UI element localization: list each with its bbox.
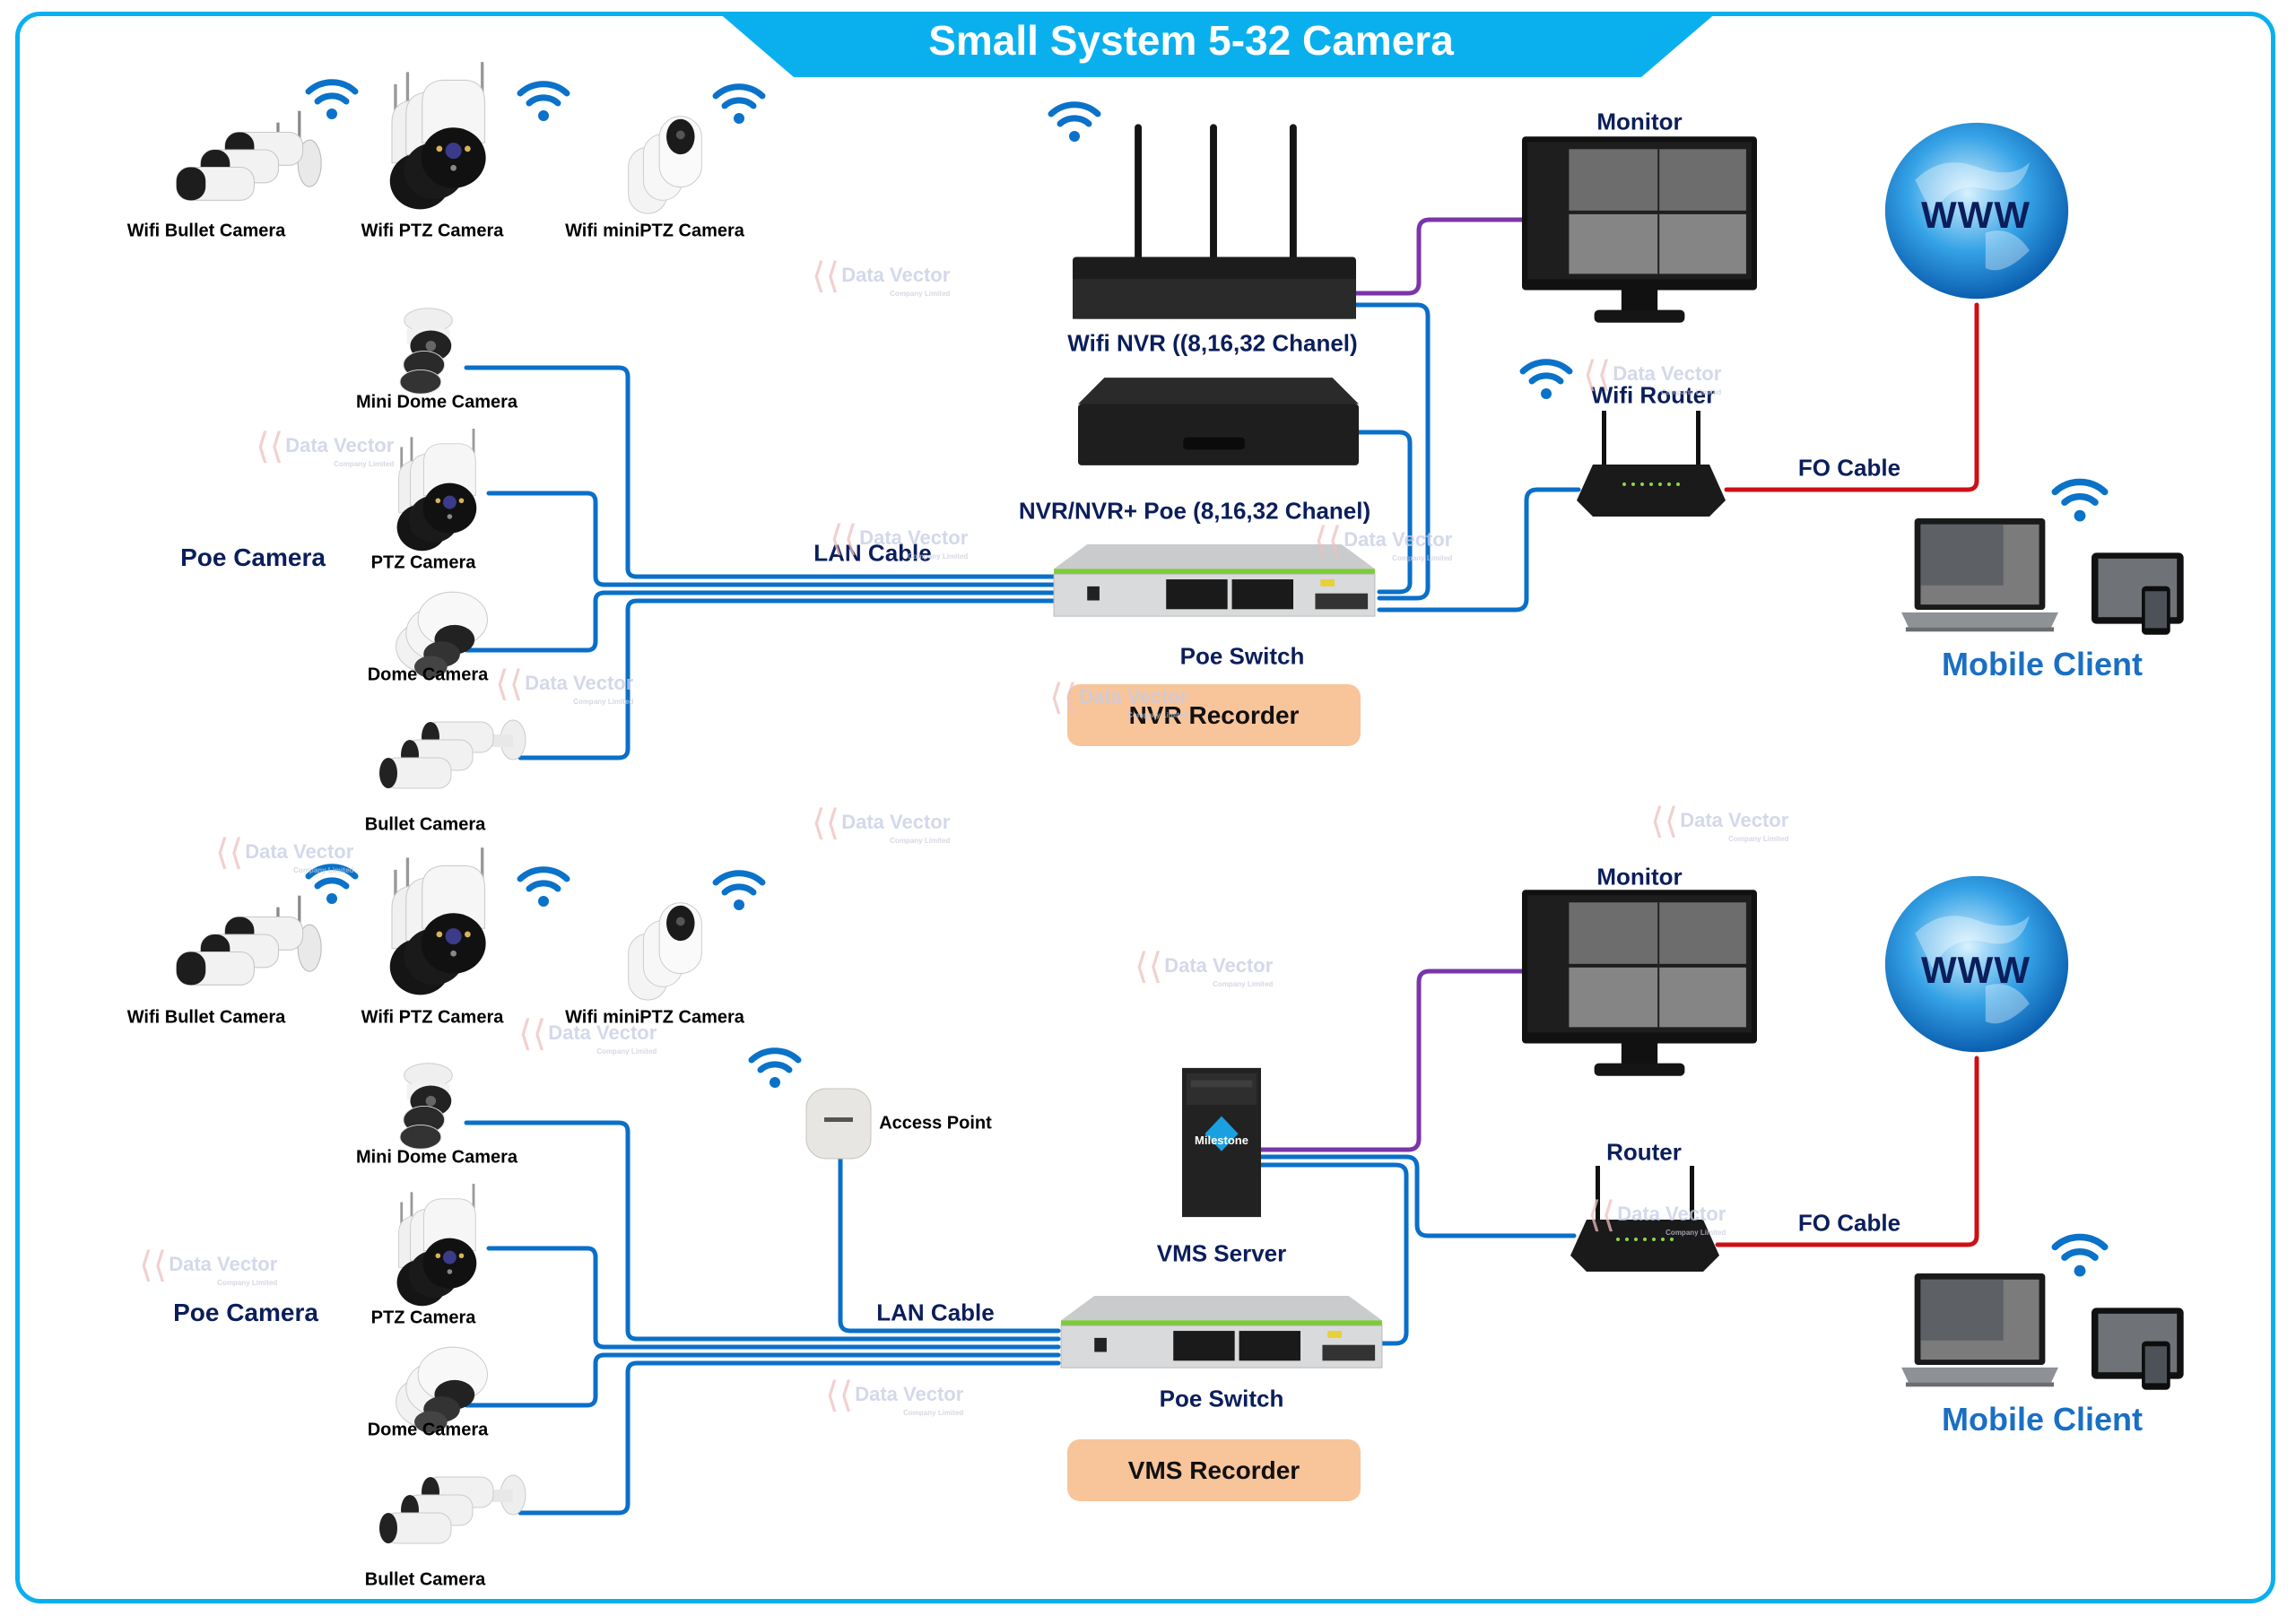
fo-cable-router-internet-2 bbox=[1715, 1056, 1979, 1247]
mini-dome-camera-icon bbox=[386, 303, 471, 397]
wifi-ptz-camera-icon bbox=[384, 59, 505, 216]
wifi-nvr-icon bbox=[1073, 124, 1356, 319]
wifi-bullet-camera-label: Wifi Bullet Camera bbox=[126, 1007, 286, 1028]
dome-camera-label: Dome Camera bbox=[367, 1420, 489, 1440]
wifi-bullet-camera-label: Wifi Bullet Camera bbox=[126, 221, 286, 241]
bullet-camera-icon bbox=[377, 1468, 529, 1558]
laptop-icon bbox=[1901, 1273, 2058, 1395]
monitor-label: Monitor bbox=[1596, 108, 1683, 135]
bullet-camera-label: Bullet Camera bbox=[364, 1569, 486, 1590]
hdmi-cable-nvr-monitor bbox=[1352, 217, 1527, 296]
lan-cable-access-point bbox=[838, 1145, 1061, 1334]
wifi-signal-icon bbox=[710, 76, 768, 130]
monitor-label: Monitor bbox=[1596, 863, 1683, 891]
poe-camera-group-label: Poe Camera bbox=[180, 543, 326, 571]
lan-cable-dome-2 bbox=[464, 1352, 1061, 1408]
internet-www-label: WWW bbox=[1921, 949, 2031, 991]
lan-cable-switch-router bbox=[1377, 487, 1581, 613]
access-point-label: Access Point bbox=[879, 1113, 992, 1134]
poe-switch-icon bbox=[1057, 1294, 1387, 1373]
bullet-camera-label: Bullet Camera bbox=[364, 814, 486, 835]
mini-dome-camera-label: Mini Dome Camera bbox=[355, 392, 518, 413]
wifi-signal-icon bbox=[515, 859, 572, 913]
lan-cable-label: LAN Cable bbox=[876, 1299, 995, 1326]
lan-cable-switch-server bbox=[1257, 1162, 1409, 1346]
wifi-signal-icon bbox=[746, 1040, 804, 1094]
monitor-icon bbox=[1522, 890, 1757, 1080]
lan-cable-bullet-2 bbox=[517, 1360, 1061, 1516]
fo-cable-router-internet bbox=[1724, 302, 1979, 492]
wifi-router-icon bbox=[1574, 411, 1728, 518]
title-banner bbox=[718, 12, 1718, 77]
lan-cable-server-router bbox=[1257, 1154, 1577, 1238]
ptz-camera-icon bbox=[387, 429, 497, 554]
wifi-mini-ptz-camera-icon bbox=[619, 890, 718, 1004]
wifi-ptz-camera-label: Wifi PTZ Camera bbox=[361, 1007, 504, 1028]
lan-cable-ptz-2 bbox=[486, 1246, 1061, 1350]
ptz-camera-icon bbox=[387, 1184, 497, 1309]
lan-cable-mini-dome-2 bbox=[464, 1120, 1061, 1342]
wifi-mini-ptz-camera-label: Wifi miniPTZ Camera bbox=[565, 221, 744, 241]
fo-cable-label: FO Cable bbox=[1797, 454, 1901, 482]
monitor-icon bbox=[1522, 136, 1757, 326]
wifi-mini-ptz-camera-icon bbox=[619, 103, 718, 218]
nvr-poe-label: NVR/NVR+ Poe (8,16,32 Chanel) bbox=[1018, 497, 1371, 525]
access-point-icon bbox=[803, 1085, 874, 1166]
tablet-phone-icon bbox=[2092, 1307, 2192, 1393]
dome-camera-label: Dome Camera bbox=[367, 665, 489, 685]
milestone-brand-label: Milestone bbox=[1195, 1134, 1248, 1147]
laptop-icon bbox=[1901, 518, 2058, 640]
lan-cable-dome bbox=[464, 590, 1057, 653]
poe-switch-label: Poe Switch bbox=[1159, 1385, 1284, 1412]
mini-dome-camera-label: Mini Dome Camera bbox=[355, 1147, 518, 1168]
wifi-signal-icon bbox=[515, 74, 572, 127]
page-title: Small System 5-32 Camera bbox=[928, 17, 1454, 64]
wifi-signal-icon bbox=[1518, 352, 1575, 405]
router-label: Router bbox=[1606, 1138, 1682, 1166]
wifi-ptz-camera-icon bbox=[384, 845, 505, 1002]
nvr-poe-icon bbox=[1078, 377, 1359, 466]
wifi-ptz-camera-label: Wifi PTZ Camera bbox=[361, 221, 504, 241]
hdmi-cable-server-monitor bbox=[1257, 969, 1527, 1152]
mobile-client-label: Mobile Client bbox=[1942, 1401, 2143, 1438]
fo-cable-label: FO Cable bbox=[1797, 1209, 1901, 1237]
wifi-signal-icon bbox=[710, 863, 768, 917]
mini-dome-camera-icon bbox=[386, 1058, 471, 1152]
poe-switch-label: Poe Switch bbox=[1179, 642, 1305, 670]
mobile-client-label: Mobile Client bbox=[1942, 646, 2143, 682]
poe-camera-group-label: Poe Camera bbox=[173, 1299, 318, 1326]
vms-recorder-badge: VMS Recorder bbox=[1067, 1439, 1361, 1501]
ptz-camera-label: PTZ Camera bbox=[370, 1308, 476, 1328]
vms-server-label: VMS Server bbox=[1156, 1239, 1287, 1267]
tablet-phone-icon bbox=[2092, 552, 2192, 638]
lan-cable-ptz bbox=[486, 491, 1057, 587]
internet-www-label: WWW bbox=[1921, 194, 2031, 236]
wifi-nvr-label: Wifi NVR ((8,16,32 Chanel) bbox=[1067, 329, 1358, 357]
lan-cable-mini-dome bbox=[464, 365, 1057, 579]
lan-cable-wifi-nvr bbox=[1352, 302, 1431, 601]
wifi-signal-icon bbox=[303, 72, 361, 126]
bullet-camera-icon bbox=[377, 713, 529, 803]
lan-cable-nvr-poe bbox=[1356, 430, 1413, 595]
ptz-camera-label: PTZ Camera bbox=[370, 552, 476, 573]
